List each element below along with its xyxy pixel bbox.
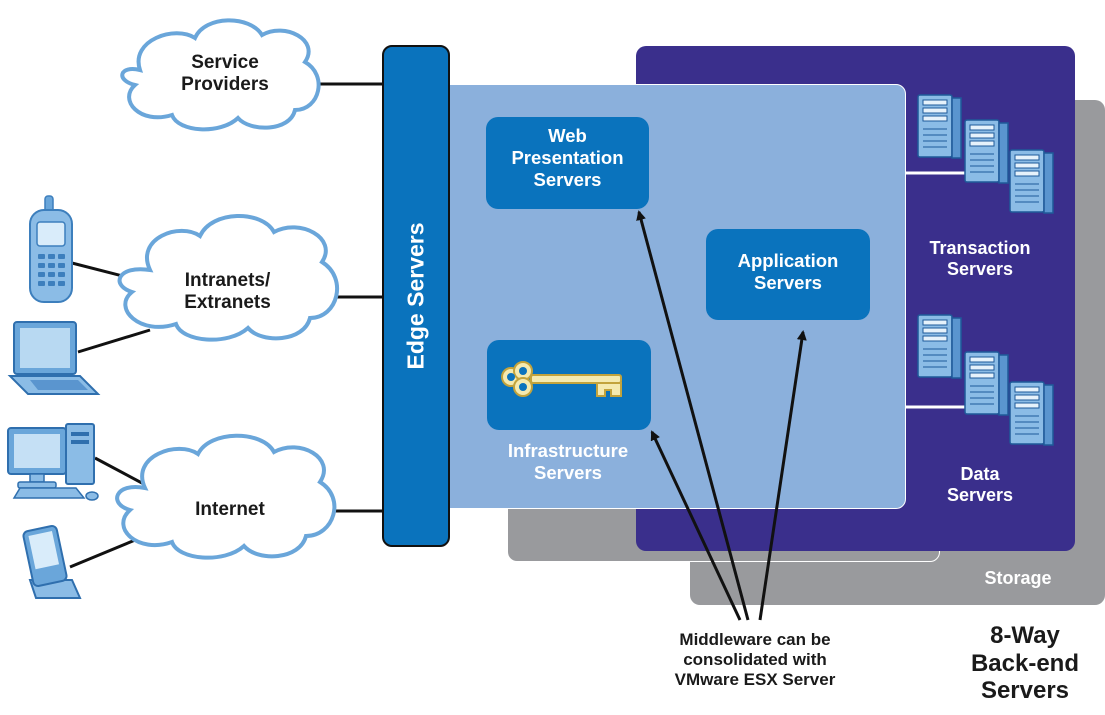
cloud-icon: [117, 214, 340, 342]
cloud-icon: [120, 18, 321, 132]
key-icon: [501, 361, 622, 397]
cloud-icon: [115, 433, 337, 560]
link-pda-internet: [69, 536, 141, 569]
link-laptop-intranets: [77, 328, 151, 354]
server-tower-icon: [1009, 149, 1054, 214]
application-servers-label: Application Servers: [737, 250, 839, 293]
cell-phone-icon: [29, 195, 73, 303]
backend-servers-title: 8-Way Back-end Servers: [970, 622, 1080, 705]
server-tower-icon: [964, 351, 1009, 416]
storage-label: Storage: [984, 568, 1052, 588]
infrastructure-servers-label: Infrastructure Servers: [507, 440, 629, 483]
web-presentation-servers-box: Web Presentation Servers: [486, 117, 649, 209]
arrow-to-infrastructure-servers: [650, 430, 742, 621]
application-servers-box: Application Servers: [706, 229, 870, 320]
infrastructure-servers-box: [487, 340, 651, 430]
cloud-label-intranets: Intranets/ Extranets: [184, 270, 271, 314]
edge-servers-bar: Edge Servers: [382, 45, 450, 547]
server-tower-icon: [1009, 381, 1054, 446]
server-tower-icon: [917, 314, 962, 379]
arrow-to-web-servers: [636, 210, 750, 621]
cloud-label-internet: Internet: [195, 499, 265, 520]
web-presentation-servers-label: Web Presentation Servers: [511, 125, 624, 190]
data-servers-label: Data Servers: [946, 464, 1014, 506]
transaction-servers-label: Transaction Servers: [929, 238, 1031, 280]
laptop-icon: [7, 321, 101, 395]
arrow-to-application-servers: [758, 330, 807, 621]
desktop-computer-icon: [7, 423, 99, 501]
pda-icon: [22, 525, 82, 599]
server-tower-icon: [917, 94, 962, 159]
server-tower-icon: [964, 119, 1009, 184]
middleware-note: Middleware can be consolidated with VMwa…: [674, 630, 836, 690]
cloud-label-service-providers: Service Providers: [181, 52, 269, 96]
